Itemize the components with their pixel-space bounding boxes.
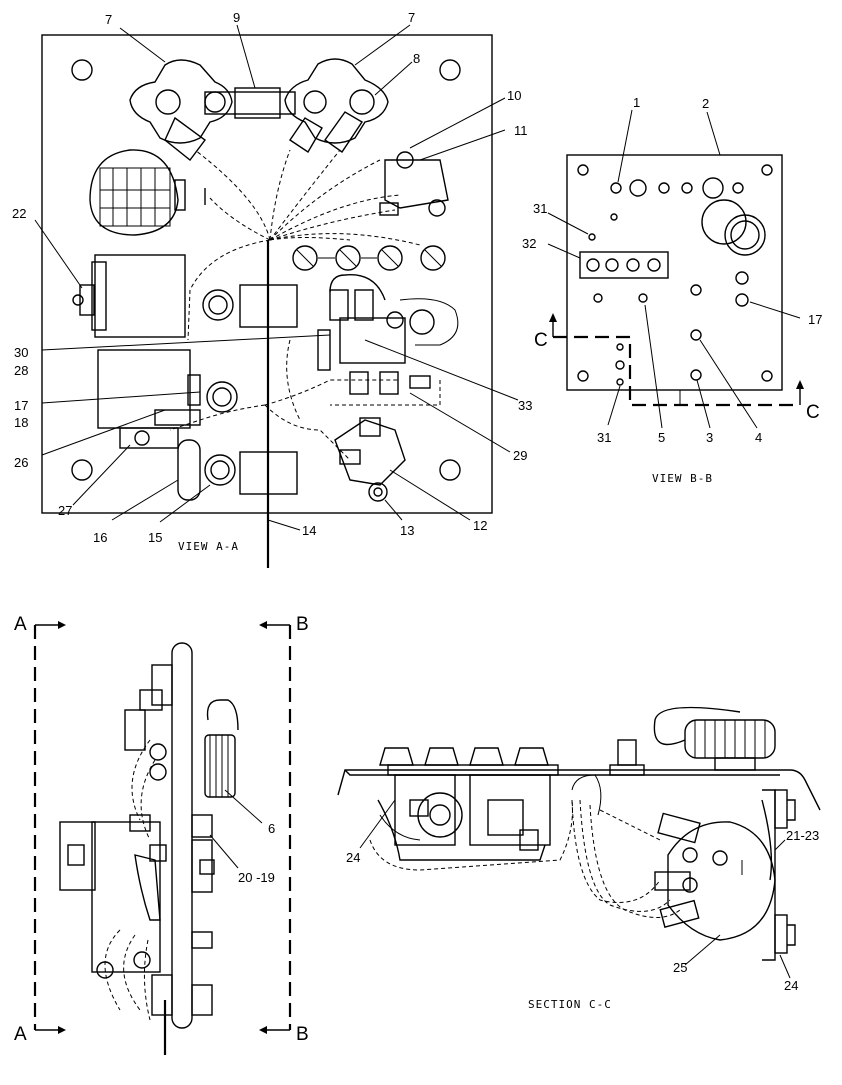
- callout: 28: [14, 363, 28, 378]
- callout: 8: [413, 51, 420, 66]
- callout: 6: [268, 821, 275, 836]
- callout: 30: [14, 345, 28, 360]
- section-marker-a: A: [14, 614, 27, 635]
- callout: 10: [507, 88, 521, 103]
- section-marker-b: B: [296, 1024, 309, 1045]
- relay-left: [129, 59, 233, 161]
- bus-bar: [204, 91, 296, 115]
- section-c-c: 24 21-23 25 24 SECTION C-C: [337, 706, 821, 1011]
- callout: 15: [148, 530, 162, 545]
- cap-knob: [653, 706, 776, 771]
- bracket-plate: [337, 769, 821, 811]
- callout: 11: [514, 123, 528, 138]
- callout: 21-23: [786, 828, 819, 843]
- callout: 33: [518, 398, 532, 413]
- callout: 5: [658, 430, 665, 445]
- mount-hole: [439, 59, 461, 81]
- resistor-16: [177, 439, 201, 501]
- wire-bundle: [169, 149, 441, 461]
- section-marker-b: B: [296, 614, 309, 635]
- callout: 13: [400, 523, 414, 538]
- diode-block-lower: [334, 417, 406, 502]
- callout: 32: [522, 236, 536, 251]
- callout: 20 -19: [238, 870, 275, 885]
- mount-hole: [439, 459, 461, 481]
- view-b-b: C C 1 2 31 32 17 5 3 4 31 VIEW B-B: [522, 95, 822, 485]
- coil-block-22: [72, 254, 186, 338]
- callout: 17: [808, 312, 822, 327]
- view-a-a: 7 9 7 8 10 11 22 30 28 17 18 26 27 16 15…: [12, 10, 532, 568]
- diode-block-upper: [379, 151, 449, 217]
- callout: 18: [14, 415, 28, 430]
- callout: 1: [633, 95, 640, 110]
- terminal-strip-32: [579, 251, 669, 279]
- section-caption: SECTION C-C: [528, 998, 612, 1011]
- view-caption: VIEW A-A: [178, 540, 239, 553]
- side-view: A B A B: [14, 614, 309, 1055]
- callout: 16: [93, 530, 107, 545]
- callout: 31: [533, 201, 547, 216]
- callout: 24: [346, 850, 360, 865]
- callout: 27: [58, 503, 72, 518]
- relay-right: [284, 58, 389, 153]
- block-30-28: [97, 349, 238, 449]
- callout: 14: [302, 523, 316, 538]
- section-line: [553, 335, 800, 407]
- connector-grill: [89, 149, 206, 236]
- solenoid-upper: [202, 284, 298, 328]
- side-plate: [171, 642, 193, 1029]
- mount-hole: [71, 59, 93, 81]
- relay-33: [317, 274, 459, 395]
- callout: 4: [755, 430, 762, 445]
- callout: 12: [473, 518, 487, 533]
- section-marker: C: [806, 402, 820, 423]
- callout: 29: [513, 448, 527, 463]
- callout: 7: [408, 10, 415, 25]
- callout: 2: [702, 96, 709, 111]
- callout: 31: [597, 430, 611, 445]
- view-b-panel: [566, 154, 783, 391]
- callout: 25: [673, 960, 687, 975]
- callout: 26: [14, 455, 28, 470]
- terminal-row: [292, 245, 446, 271]
- section-marker-a: A: [14, 1024, 27, 1045]
- callout: 7: [105, 12, 112, 27]
- callout: 24: [784, 978, 798, 993]
- callout: 17: [14, 398, 28, 413]
- callout: 22: [12, 206, 26, 221]
- relay-25: [654, 812, 776, 941]
- section-marker: C: [534, 330, 548, 351]
- relay-body: [377, 774, 551, 861]
- callout: 3: [706, 430, 713, 445]
- solenoid-lower: [204, 451, 298, 495]
- callout: 9: [233, 10, 240, 25]
- view-caption: VIEW B-B: [652, 472, 713, 485]
- mount-hole: [71, 459, 93, 481]
